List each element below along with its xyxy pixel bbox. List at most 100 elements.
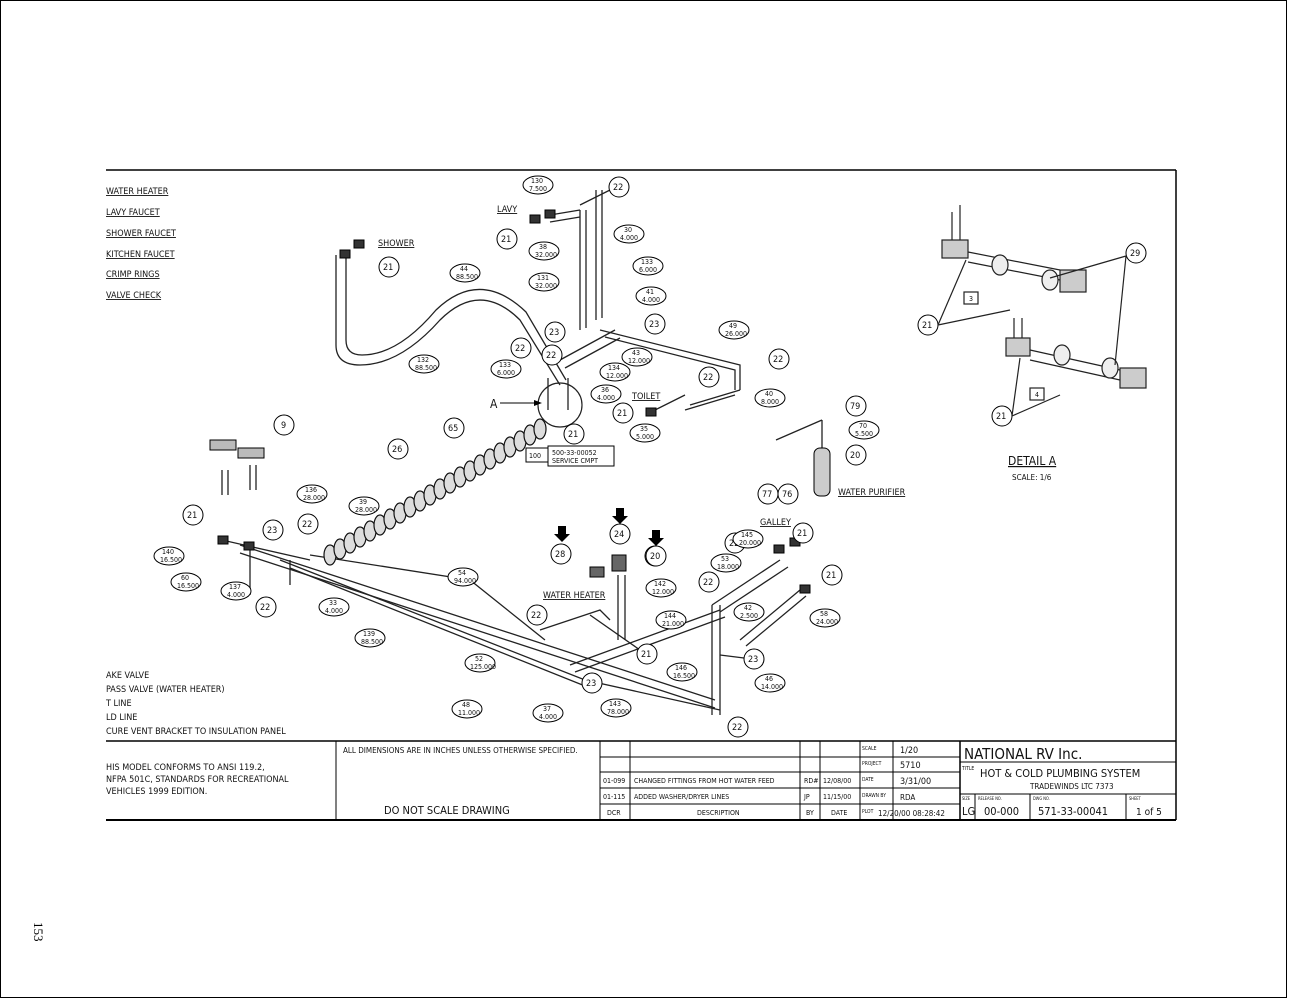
svg-text:16.500: 16.500 <box>177 582 199 590</box>
svg-text:21: 21 <box>568 430 578 440</box>
length-tag: 355.000 <box>629 423 661 443</box>
size-value: LG <box>962 805 975 818</box>
piping <box>221 189 823 715</box>
svg-text:12.000: 12.000 <box>628 357 650 365</box>
svg-text:DRAWN BY: DRAWN BY <box>862 793 886 799</box>
svg-text:PROJECT: PROJECT <box>862 761 882 767</box>
svg-text:139: 139 <box>363 630 375 638</box>
svg-text:48: 48 <box>462 701 470 709</box>
svg-text:12/08/00: 12/08/00 <box>823 777 851 785</box>
balloon: 22 <box>541 344 563 366</box>
length-tag: 422.500 <box>733 602 765 622</box>
balloon: 22 <box>698 571 720 593</box>
balloon: 23 <box>544 321 566 343</box>
heat-tape-coil <box>323 418 547 566</box>
legend-item: LAVY FAUCET <box>106 208 160 218</box>
svg-text:32.000: 32.000 <box>535 251 557 259</box>
svg-text:BY: BY <box>806 809 814 817</box>
balloon: 22 <box>526 604 548 626</box>
svg-text:24: 24 <box>614 530 624 540</box>
crimp-ring-icon <box>243 541 255 551</box>
balloon: 29 <box>1125 242 1147 264</box>
balloon: 23 <box>644 313 666 335</box>
shower-fitting-icon <box>353 239 365 249</box>
svg-text:RD#: RD# <box>804 777 819 785</box>
svg-text:22: 22 <box>703 578 713 588</box>
svg-text:5.000: 5.000 <box>636 433 654 441</box>
balloon: 21 <box>496 228 518 250</box>
svg-text:35: 35 <box>640 425 648 433</box>
service-compartment-tag: 100 500-33-00052 SERVICE CMPT <box>525 445 615 467</box>
detail-scale: SCALE: 1/6 <box>1012 473 1052 482</box>
company-name: NATIONAL RV Inc. <box>964 745 1082 763</box>
svg-text:125.000: 125.000 <box>470 663 496 671</box>
galley-fitting-icon <box>799 584 811 594</box>
balloon: 23 <box>581 672 603 694</box>
svg-text:32.000: 32.000 <box>535 282 557 290</box>
svg-text:12.000: 12.000 <box>652 588 674 596</box>
svg-text:38: 38 <box>539 243 547 251</box>
length-tag: 374.000 <box>532 703 564 723</box>
svg-text:20.000: 20.000 <box>739 539 761 547</box>
svg-text:130: 130 <box>531 177 543 185</box>
svg-text:41: 41 <box>646 288 654 296</box>
svg-text:22: 22 <box>260 603 270 613</box>
svg-text:49: 49 <box>729 322 737 330</box>
balloon: 21 <box>378 256 400 278</box>
svg-text:14.000: 14.000 <box>761 683 783 691</box>
svg-text:88.500: 88.500 <box>361 638 383 646</box>
svg-text:11/15/00: 11/15/00 <box>823 793 851 801</box>
revision-header: DCR DESCRIPTION BY DATE <box>607 809 847 817</box>
svg-text:133: 133 <box>641 258 653 266</box>
svg-text:88.500: 88.500 <box>415 364 437 372</box>
svg-text:4.000: 4.000 <box>539 713 557 721</box>
svg-text:12.000: 12.000 <box>606 372 628 380</box>
svg-text:76: 76 <box>782 490 792 500</box>
svg-text:DESCRIPTION: DESCRIPTION <box>697 809 740 817</box>
svg-text:88.500: 88.500 <box>456 273 478 281</box>
svg-text:21: 21 <box>826 571 836 581</box>
legend-top: WATER HEATER LAVY FAUCET SHOWER FAUCET K… <box>106 187 176 301</box>
svg-text:23: 23 <box>649 320 659 330</box>
svg-text:23: 23 <box>586 679 596 689</box>
svg-text:4.000: 4.000 <box>325 607 343 615</box>
length-tag: 334.000 <box>318 597 350 617</box>
release-value: 00-000 <box>984 805 1019 818</box>
detail-title: DETAIL A <box>1008 454 1057 468</box>
note-line: HIS MODEL CONFORMS TO ANSI 119.2, <box>106 763 265 773</box>
svg-text:26.000: 26.000 <box>725 330 747 338</box>
svg-text:28.000: 28.000 <box>355 506 377 514</box>
revision-row: 01-099 CHANGED FITTINGS FROM HOT WATER F… <box>603 777 851 785</box>
service-part-number: 500-33-00052 <box>552 449 597 457</box>
do-not-scale-note: DO NOT SCALE DRAWING <box>384 804 510 817</box>
svg-text:39: 39 <box>359 498 367 506</box>
svg-text:145: 145 <box>741 531 753 539</box>
detail-box-3: 3 <box>969 295 973 303</box>
svg-text:133: 133 <box>499 361 511 369</box>
svg-text:70: 70 <box>859 422 867 430</box>
svg-text:30: 30 <box>624 226 632 234</box>
balloon: 23 <box>262 519 284 541</box>
svg-text:22: 22 <box>703 373 713 383</box>
svg-text:22: 22 <box>613 183 623 193</box>
svg-text:2.500: 2.500 <box>740 612 758 620</box>
balloon: 22 <box>510 337 532 359</box>
balloon: 22 <box>727 716 749 738</box>
dwg-label: DWG NO. <box>1033 796 1050 801</box>
svg-text:28: 28 <box>555 550 565 560</box>
balloon: 22 <box>698 366 720 388</box>
svg-text:22: 22 <box>531 611 541 621</box>
svg-text:16.500: 16.500 <box>673 672 695 680</box>
svg-text:PLOT: PLOT <box>862 809 874 815</box>
